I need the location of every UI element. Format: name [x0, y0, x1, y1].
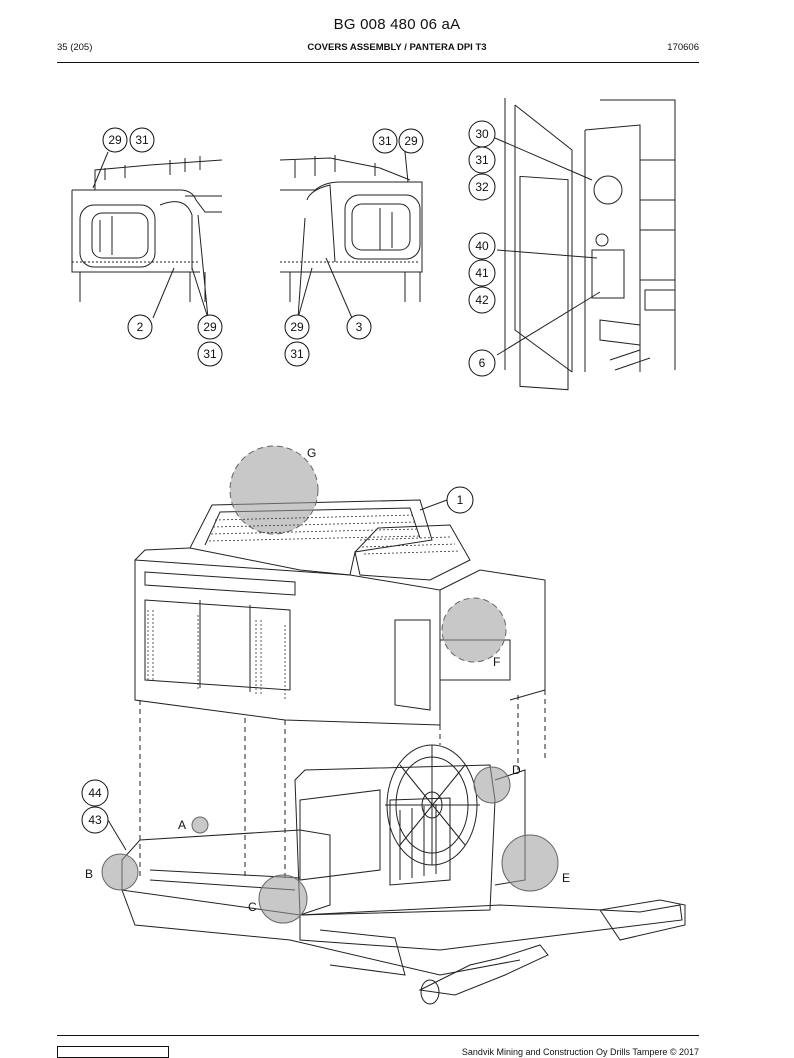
callout-bubble [446, 486, 474, 514]
footer-copyright: Sandvik Mining and Construction Oy Drill… [461, 1047, 699, 1057]
detail-letter-d: D [512, 763, 521, 777]
footer-rule [57, 1035, 699, 1036]
detail-circle-b [101, 853, 139, 891]
roof-grille-pattern [147, 514, 461, 700]
callout-number: 1 [457, 493, 464, 507]
detail-letter-a: A [178, 818, 186, 832]
callout-number: 30 [475, 127, 489, 141]
callout-number: 31 [203, 347, 217, 361]
callout-number: 31 [378, 134, 392, 148]
callout-number: 41 [475, 266, 489, 280]
callout-bubble [197, 341, 223, 367]
callout-number: 29 [404, 134, 418, 148]
detail-circle-d [473, 766, 511, 804]
callout-number: 31 [135, 133, 149, 147]
main-assembly-view [107, 499, 686, 1005]
detail-circle-e [501, 834, 559, 892]
callout-number: 2 [137, 320, 144, 334]
callout-number: 42 [475, 293, 489, 307]
callout-bubble [284, 314, 310, 340]
side-panel-view [494, 98, 676, 391]
detail-circle-f [441, 597, 507, 663]
callout-bubble [468, 146, 496, 174]
callout-number: 29 [108, 133, 122, 147]
callout-bubble [284, 341, 310, 367]
callout-bubble [81, 806, 109, 834]
header-rule [57, 62, 699, 63]
detail-letter-e: E [562, 871, 570, 885]
callout-bubble [468, 173, 496, 201]
company-logo [57, 1046, 169, 1058]
date-code: 170606 [667, 42, 699, 53]
callout-bubble [398, 128, 424, 154]
callout-bubble [372, 128, 398, 154]
callout-number: 32 [475, 180, 489, 194]
callout-bubble [468, 286, 496, 314]
callout-bubble [127, 314, 153, 340]
callout-number: 43 [88, 813, 102, 827]
callout-bubble [81, 779, 109, 807]
callout-number: 31 [475, 153, 489, 167]
callout-number: 29 [203, 320, 217, 334]
callout-bubble [468, 349, 496, 377]
document-title: BG 008 480 06 aA [333, 16, 461, 33]
callout-bubble [129, 127, 155, 153]
callout-number: 40 [475, 239, 489, 253]
detail-circle-g [229, 445, 319, 535]
detail-letter-c: C [248, 900, 257, 914]
detail-circle-a [191, 816, 209, 834]
callout-bubble [197, 314, 223, 340]
callout-number: 3 [356, 320, 363, 334]
callout-number: 31 [290, 347, 304, 361]
right-cover-view [279, 151, 423, 319]
callout-bubble [346, 314, 372, 340]
section-title: COVERS ASSEMBLY / PANTERA DPI T3 [307, 42, 487, 53]
callout-number: 29 [290, 320, 304, 334]
callout-number: 44 [88, 786, 102, 800]
callout-bubble [102, 127, 128, 153]
detail-letter-g: G [307, 446, 316, 460]
left-cover-view [71, 151, 223, 319]
detail-circle-c [258, 874, 308, 924]
callout-bubble [468, 232, 496, 260]
page-number: 35 (205) [57, 42, 93, 53]
callout-number: 6 [479, 356, 486, 370]
callout-bubble [468, 259, 496, 287]
detail-letter-f: F [493, 655, 500, 669]
detail-letter-b: B [85, 867, 93, 881]
